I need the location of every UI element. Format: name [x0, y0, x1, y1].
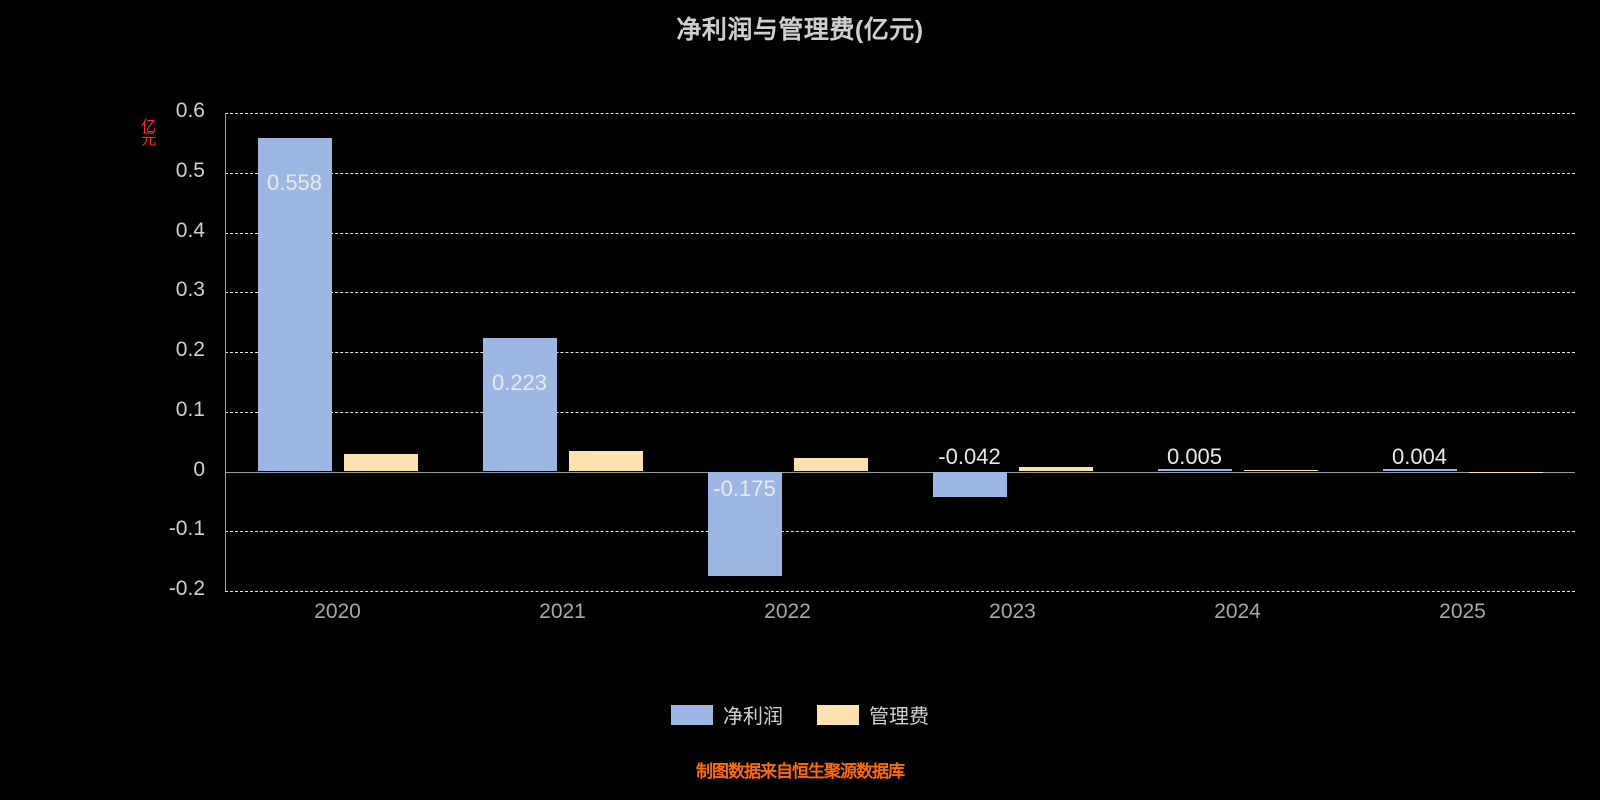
gridline [225, 232, 1575, 234]
y-tick-label: 0 [193, 457, 205, 481]
gridline [225, 531, 1575, 533]
gridline [225, 411, 1575, 413]
bar-管理费-2023[interactable] [1018, 466, 1093, 472]
bar-净利润-2024[interactable] [1157, 468, 1232, 472]
bar-value-label: 0.005 [1166, 443, 1223, 469]
gridline [225, 113, 1575, 114]
bar-净利润-2020[interactable] [257, 138, 332, 472]
x-tick-label: 2020 [314, 600, 361, 623]
bar-管理费-2024[interactable] [1243, 469, 1318, 472]
gridline [225, 172, 1575, 174]
bar-净利润-2023[interactable] [932, 471, 1007, 497]
gridline [225, 591, 1575, 592]
x-tick-label: 2022 [764, 600, 811, 623]
legend-item[interactable]: 净利润 [671, 700, 783, 729]
legend: 净利润 管理费 [0, 700, 1600, 729]
x-tick-label: 2024 [1214, 600, 1261, 623]
gridline [225, 352, 1575, 353]
plot-area: 0.558 0.223 -0.175 -0.042 0.005 0.004 [225, 113, 1575, 592]
x-tick-label: 2021 [539, 600, 586, 623]
y-tick-label: 0.1 [175, 397, 205, 421]
gridline [225, 292, 1575, 294]
bar-value-label: -0.175 [713, 475, 776, 501]
bar-value-label: -0.042 [938, 443, 1001, 469]
x-axis-ticks: 2020 2021 2022 2023 2024 2025 [225, 600, 1575, 630]
bar-管理费-2020[interactable] [343, 453, 418, 472]
bar-净利润-2021[interactable] [482, 338, 557, 472]
bar-value-label: 0.004 [1391, 443, 1448, 469]
chart-title: 净利润与管理费(亿元) [676, 16, 924, 44]
bar-净利润-2025[interactable] [1382, 469, 1457, 472]
bar-管理费-2021[interactable] [568, 451, 643, 472]
y-tick-label: 0.2 [175, 338, 205, 361]
x-tick-label: 2025 [1439, 600, 1486, 623]
y-axis-line [225, 113, 226, 591]
bar-管理费-2022[interactable] [793, 457, 868, 472]
bar-value-label: 0.223 [491, 370, 548, 396]
y-tick-label: 0.6 [175, 99, 205, 122]
zero-line [225, 471, 1575, 473]
y-tick-label: 0.5 [175, 158, 205, 182]
legend-label: 净利润 [723, 706, 783, 728]
y-axis-label: 亿元 [139, 118, 157, 144]
legend-label: 管理费 [869, 706, 929, 728]
y-axis-ticks: 0.6 0.5 0.4 0.3 0.2 0.1 0 -0.1 -0.2 [0, 99, 215, 600]
x-tick-label: 2023 [989, 600, 1036, 623]
bar-value-label: 0.558 [266, 170, 323, 196]
bar-净利润-2022[interactable] [707, 471, 782, 577]
legend-item[interactable]: 管理费 [817, 700, 929, 729]
y-tick-label: 0.4 [175, 218, 205, 242]
legend-swatch [817, 704, 859, 725]
bar-管理费-2025[interactable] [1468, 471, 1543, 473]
y-tick-label: -0.2 [168, 577, 205, 600]
y-tick-label: -0.1 [168, 517, 205, 541]
footnote: 制图数据来自恒生聚源数据库 [696, 762, 905, 781]
y-tick-label: 0.3 [175, 278, 205, 302]
legend-swatch [671, 704, 713, 725]
